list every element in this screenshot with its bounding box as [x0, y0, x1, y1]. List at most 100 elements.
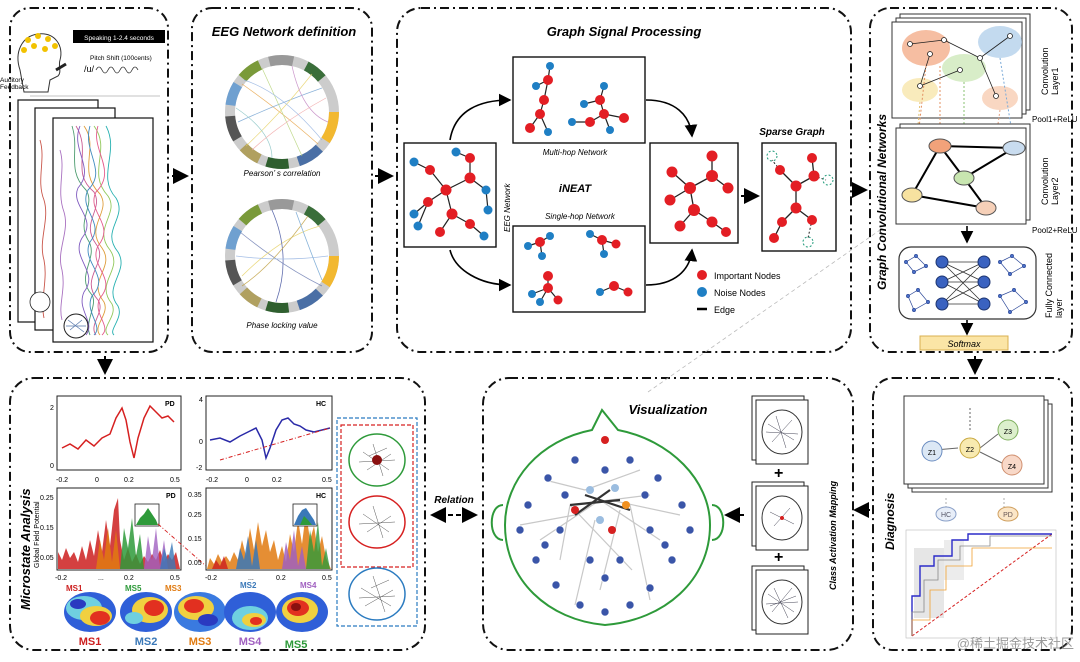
gfp-left-ytick-1: 0.15: [40, 525, 54, 532]
roc-curve-plot: [905, 529, 1057, 639]
auditory-feedback-text: Auditory Feedback: [0, 77, 29, 91]
eeg-recording-setup: Speaking 1-2.4 seconds Pitch Shift (100c…: [0, 30, 165, 97]
hc-xtick-1: 0: [245, 477, 249, 484]
eeg-header-text: Speaking 1-2.4 seconds: [84, 35, 154, 42]
noise-node-label: Noise Nodes: [714, 288, 766, 298]
gfp-left-ms1: MS1: [66, 584, 83, 593]
relation-label: Relation: [434, 495, 473, 506]
important-node-icon: [697, 270, 707, 280]
pd-erp-line: [61, 404, 175, 459]
pd-gfp-plot: PD 0.25 0.15 0.05 -0.2 ... 0.2 0.5 MS1 M…: [40, 487, 207, 593]
eeg-network-graph: [403, 142, 497, 248]
single-hop-label: Single-hop Network: [545, 212, 616, 221]
conv-layer-1: [891, 13, 1031, 119]
right-ear: [711, 504, 725, 541]
bn-label-z2: Z2: [966, 447, 974, 454]
pd-xtick-3: 0.5: [170, 477, 180, 484]
topomap-label-ms4: MS4: [239, 636, 263, 648]
gsp-title: Graph Signal Processing: [547, 24, 702, 39]
topomap-label-ms2: MS2: [135, 636, 158, 648]
hc-ytick-0: 4: [199, 397, 203, 404]
cam-label: Class Activation Mapping: [828, 480, 838, 590]
gcn-title: Graph Convolutional Networks: [875, 114, 889, 290]
topomap-ms3: [174, 592, 226, 632]
hc-xtick-3: 0.5: [322, 477, 332, 484]
left-ear: [490, 504, 504, 541]
fc-layer-label: Fully Connected layer: [1044, 250, 1064, 318]
gfp-right-xtick-2: 0.2: [276, 575, 286, 582]
eeg-trace-stack: [17, 99, 154, 343]
hc-ytick-1: 0: [199, 439, 203, 446]
important-node-label: Important Nodes: [714, 271, 781, 281]
brain-network-visualization: [490, 408, 725, 627]
hc-output-label: HC: [941, 512, 951, 519]
gfp-right-ytick-0: 0.35: [188, 492, 202, 499]
hc-gfp-plot: HC 0.35 0.25 0.15 0.05 -0.2 ... 0.2 0.5 …: [188, 487, 333, 590]
bn-node-z2: [959, 437, 981, 459]
hc-ytick-2: -2: [196, 465, 202, 472]
hc-xtick-0: -0.2: [206, 477, 218, 484]
pd-xtick-1: 0: [95, 477, 99, 484]
bn-node-z1: [921, 440, 943, 462]
pd-output-label: PD: [1003, 512, 1013, 519]
bn-label-z3: Z3: [1004, 429, 1012, 436]
visualization-title: Visualization: [629, 402, 708, 417]
hc-tag-top: HC: [316, 401, 326, 408]
microstate-panel: [9, 377, 426, 651]
pool-2-label: Pool2+ReLU: [1032, 226, 1078, 235]
topomap-ms1: [64, 592, 116, 632]
gfp-left-ms3: MS3: [165, 584, 182, 593]
cam-plus-1: +: [774, 465, 783, 482]
head-network-2: [348, 495, 406, 549]
pd-xtick-0: -0.2: [56, 477, 68, 484]
hc-xtick-2: 0.2: [272, 477, 282, 484]
gfp-left-ytick-0: 0.25: [40, 495, 54, 502]
pd-output-node: [997, 506, 1019, 522]
gfp-right-xtick-3: 0.5: [322, 575, 332, 582]
vowel-text: /u/: [84, 64, 95, 74]
edge-label: Edge: [714, 305, 735, 315]
gfp-right-ms2: MS2: [240, 581, 257, 590]
pd-ytick-mid: 0: [50, 463, 54, 470]
gcn-panel: [869, 7, 1073, 353]
topomap-label-ms3: MS3: [189, 636, 212, 648]
watermark: @稀土掘金技术社区: [957, 636, 1074, 651]
gfp-right-xtick-1: ...: [248, 575, 254, 582]
gfp-right-ms4: MS4: [300, 581, 317, 590]
pd-tag-bottom: PD: [166, 493, 176, 500]
sparse-graph-label: Sparse Graph: [759, 127, 825, 138]
refined-network-graph: [649, 142, 739, 244]
topomap-ms2: [120, 592, 172, 632]
bayesian-network: Z1 Z2 Z3 Z4: [903, 395, 1053, 493]
conv-layer-2-label: Convolution Layer2: [1040, 155, 1060, 205]
gfp-right-xtick-0: -0.2: [205, 575, 217, 582]
single-hop-network-graph: [512, 225, 646, 313]
topomap-label-ms1: MS1: [79, 636, 102, 648]
pd-tag-top: PD: [165, 401, 175, 408]
topomap-ms4: [224, 592, 276, 632]
bn-node-z3: [997, 419, 1019, 441]
gfp-left-xtick-0: -0.2: [55, 575, 67, 582]
gfp-right-ytick-2: 0.15: [188, 536, 202, 543]
ineat-label: iNEAT: [559, 183, 592, 195]
topomap-ms5: [276, 592, 328, 632]
conv-layer-1-label: Convolution Layer1: [1040, 45, 1060, 95]
pd-ytick-top: 2: [50, 405, 54, 412]
diagnosis-title: Diagnosis: [883, 492, 897, 550]
hc-tag-bottom: HC: [316, 493, 326, 500]
eeg-acquisition-panel: [9, 7, 169, 353]
head-network-1: [348, 433, 406, 487]
softmax-box: [919, 335, 1009, 351]
head-outline: [503, 408, 712, 627]
arrow-to-singlehop: [449, 249, 512, 292]
gfp-left-ytick-2: 0.05: [40, 555, 54, 562]
graph-signal-processing-panel: [396, 7, 852, 353]
diagnosis-panel: [872, 377, 1073, 651]
pearson-connectivity-ring: [225, 55, 339, 169]
gfp-right-ytick-3: 0.05: [188, 560, 202, 567]
gfp-left-xtick-3: 0.5: [170, 575, 180, 582]
arrow-singlehop-to-result: [645, 248, 698, 286]
pitch-wave-icon: [95, 66, 139, 74]
eeg-waveforms: [39, 125, 122, 336]
gfp-right-ytick-1: 0.25: [188, 512, 202, 519]
